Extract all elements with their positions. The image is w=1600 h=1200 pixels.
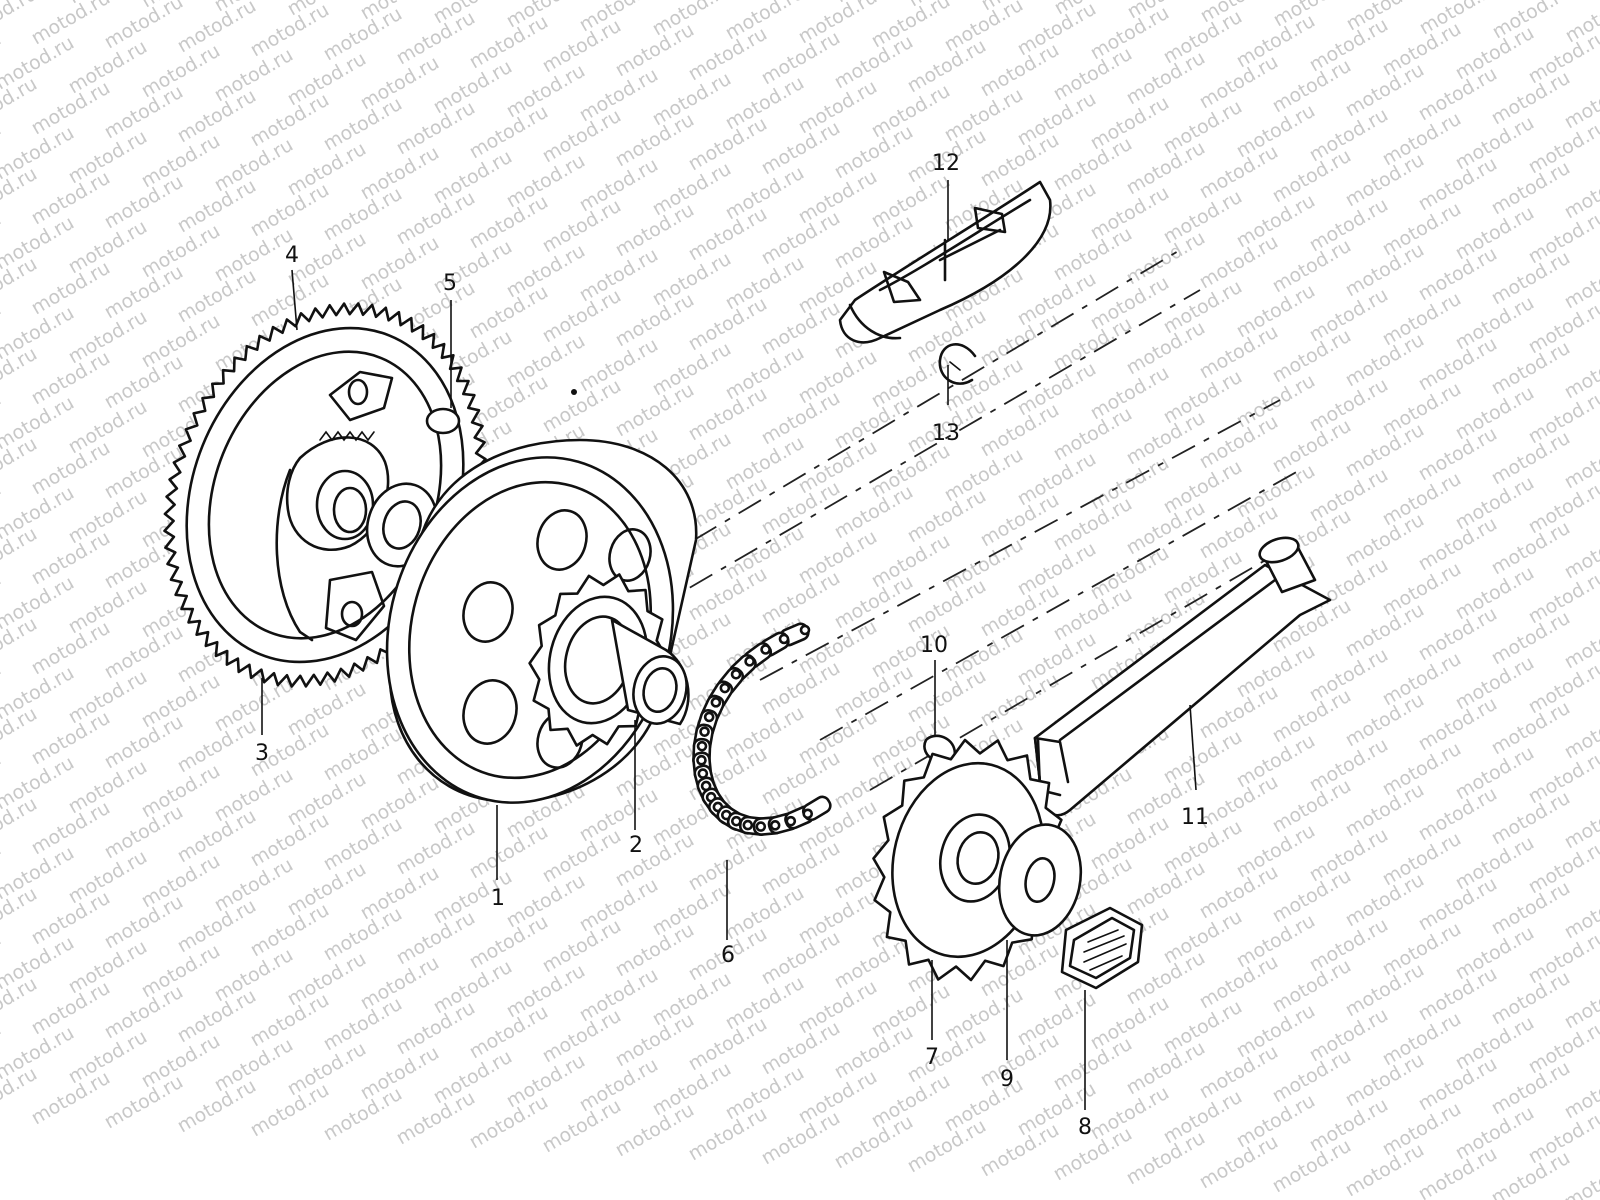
chain-pin <box>769 820 781 831</box>
chain-pin <box>697 768 709 779</box>
part-label-11: 11 <box>1181 805 1209 830</box>
part-label-6: 6 <box>721 943 735 968</box>
drive-chain <box>692 622 832 836</box>
part-label-8: 8 <box>1078 1115 1092 1140</box>
part-label-5: 5 <box>443 271 457 296</box>
chain-guide <box>838 180 1052 344</box>
key-5 <box>425 407 461 435</box>
washer <box>997 823 1083 937</box>
chain-pin <box>699 726 710 737</box>
pedal-crank-arm <box>1033 536 1332 817</box>
chain-pin <box>755 821 767 832</box>
nut <box>1060 906 1144 990</box>
chain-pin <box>730 668 742 680</box>
part-label-12: 12 <box>932 151 960 176</box>
chain-pin <box>696 754 707 766</box>
chain-pin <box>744 656 755 667</box>
part-labels: 1 2 3 4 5 6 7 8 9 10 11 12 13 <box>255 151 1209 1140</box>
part-label-13: 13 <box>932 421 960 446</box>
chain-pin <box>802 808 814 820</box>
part-label-1: 1 <box>491 886 505 911</box>
chain-pin <box>778 633 790 645</box>
part-label-3: 3 <box>255 741 269 766</box>
chain-pin <box>719 682 731 694</box>
chain-pin <box>696 740 708 752</box>
chain-pin <box>799 624 811 636</box>
drive-sprocket-hub <box>528 573 690 747</box>
part-label-9: 9 <box>1000 1067 1014 1092</box>
chain-pin <box>710 697 722 708</box>
chain-pin <box>742 819 754 831</box>
stray-dot <box>571 389 577 395</box>
part-label-2: 2 <box>629 833 643 858</box>
chain-pin <box>785 815 797 827</box>
part-label-4: 4 <box>285 243 299 268</box>
chain-pin <box>731 815 742 827</box>
chain-pin <box>760 644 771 655</box>
e-clip <box>938 343 977 385</box>
part-label-7: 7 <box>925 1045 939 1070</box>
leader-lines <box>261 180 1197 1110</box>
part-label-10: 10 <box>920 633 948 658</box>
chain-pin <box>703 711 715 723</box>
